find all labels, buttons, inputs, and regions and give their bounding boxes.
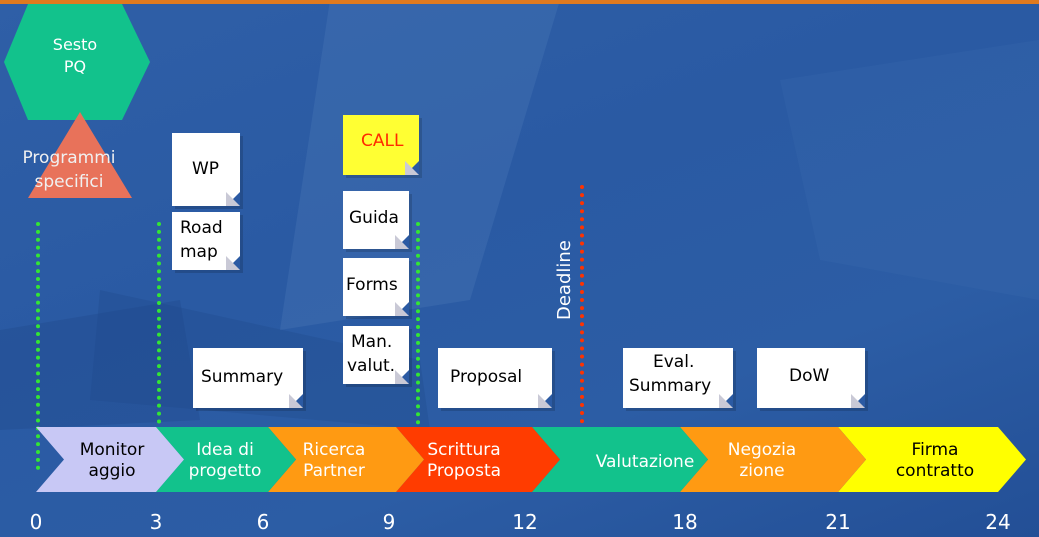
note-call: CALL bbox=[343, 115, 419, 175]
time-tick-label: 3 bbox=[149, 510, 163, 534]
note-eval-summary-line2: Summary bbox=[629, 376, 712, 396]
time-tick-label: 0 bbox=[29, 510, 43, 534]
hexagon-line1: Sesto bbox=[52, 35, 98, 54]
phase-label-line2: aggio bbox=[88, 461, 136, 481]
phase-chevron bbox=[532, 427, 708, 492]
note-summary: Summary bbox=[193, 348, 303, 408]
phase-chevron bbox=[838, 427, 1026, 492]
phase-chevron bbox=[36, 427, 184, 492]
phase-label: Valutazione bbox=[580, 452, 710, 473]
time-tick-label: 12 bbox=[512, 510, 538, 534]
time-tick-label: 21 bbox=[825, 510, 851, 534]
note-wp-text: WP bbox=[192, 159, 220, 179]
top-accent-line bbox=[0, 0, 1039, 4]
note-guida: Guida bbox=[343, 191, 409, 249]
phase-label-line1: Ricerca bbox=[302, 440, 366, 460]
note-fold-shadow bbox=[538, 394, 552, 408]
note-proposal: Proposal bbox=[438, 348, 552, 408]
note-roadmap-line1: Road bbox=[180, 218, 223, 238]
note-wp: WP bbox=[172, 133, 240, 206]
deadline-line bbox=[580, 185, 584, 480]
hexagon-label: Sesto PQ bbox=[35, 34, 115, 78]
phase-chevron bbox=[268, 427, 424, 492]
note-fold-shadow bbox=[395, 302, 409, 316]
phase-label-line1: Monitor bbox=[79, 440, 145, 460]
phase-chevron bbox=[396, 427, 560, 492]
triangle-label: Programmi specifici bbox=[4, 146, 134, 194]
time-tick-label: 24 bbox=[985, 510, 1011, 534]
note-roadmap: Road map bbox=[172, 212, 240, 270]
note-call-text: CALL bbox=[361, 131, 404, 151]
note-fold-shadow bbox=[395, 370, 409, 384]
note-eval-summary: Eval. Summary bbox=[623, 348, 733, 408]
note-forms: Forms bbox=[343, 258, 409, 316]
note-fold-shadow bbox=[226, 192, 240, 206]
note-fold-shadow bbox=[719, 394, 733, 408]
phase-chevron bbox=[680, 427, 866, 492]
phase-label-line1: Negozia bbox=[727, 440, 797, 460]
phase-label-line1: Valutazione bbox=[595, 452, 695, 472]
triangle-line1: Programmi bbox=[22, 148, 116, 168]
note-fold-shadow bbox=[851, 394, 865, 408]
milestone-line-0 bbox=[36, 222, 40, 470]
note-summary-text: Summary bbox=[201, 367, 284, 387]
note-fold-shadow bbox=[226, 256, 240, 270]
phase-label-line1: Idea di bbox=[196, 440, 254, 460]
phase-label-line2: contratto bbox=[895, 461, 975, 481]
phase-label-line1: Firma bbox=[911, 440, 959, 460]
note-fold-shadow bbox=[405, 161, 419, 175]
note-guida-text: Guida bbox=[349, 208, 399, 228]
phase-chevron bbox=[156, 427, 296, 492]
note-man-valut-line1: Man. bbox=[351, 332, 393, 352]
note-dow-text: DoW bbox=[789, 366, 830, 386]
note-fold-shadow bbox=[395, 235, 409, 249]
phase-label-line2: Partner bbox=[303, 461, 365, 481]
hexagon-shape bbox=[4, 4, 150, 120]
note-man-valut: Man. valut. bbox=[343, 326, 409, 384]
note-proposal-text: Proposal bbox=[450, 367, 523, 387]
time-tick-label: 9 bbox=[382, 510, 396, 534]
note-roadmap-line2: map bbox=[180, 242, 218, 262]
hexagon-line2: PQ bbox=[63, 57, 87, 76]
milestone-line-3 bbox=[157, 222, 161, 487]
phase-label-line2: progetto bbox=[188, 461, 262, 481]
triangle-line2: specifici bbox=[34, 172, 104, 192]
note-eval-summary-line1: Eval. bbox=[653, 352, 695, 372]
note-man-valut-line2: valut. bbox=[347, 356, 396, 376]
time-tick-label: 18 bbox=[672, 510, 698, 534]
triangle-shape bbox=[28, 112, 132, 198]
milestone-line-10 bbox=[416, 222, 420, 480]
note-fold-shadow bbox=[289, 394, 303, 408]
time-tick-label: 6 bbox=[256, 510, 270, 534]
phase-label-line2: zione bbox=[739, 461, 785, 481]
phase-label-line1: Scrittura bbox=[427, 440, 501, 460]
note-dow: DoW bbox=[757, 348, 865, 408]
phase-label-line2: Proposta bbox=[426, 461, 502, 481]
note-forms-text: Forms bbox=[346, 275, 398, 295]
